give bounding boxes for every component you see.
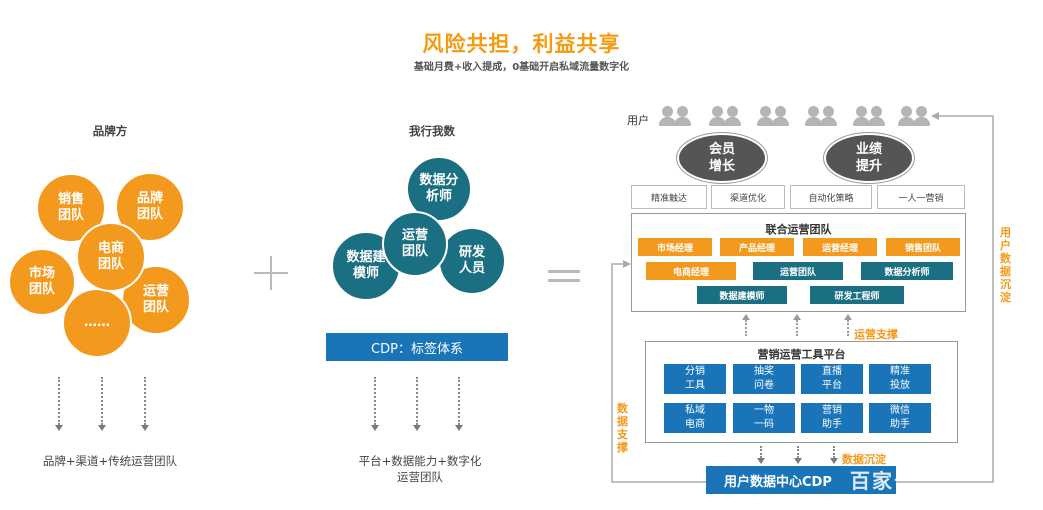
ops-team-teal-circle: 运营 团队 (382, 211, 448, 277)
page-subtitle: 基础月费+收入提成，0基础开启私域流量数字化 (413, 62, 630, 73)
up-arrow-icon (844, 314, 852, 336)
tool-wechat-assistant: 微信 助手 (869, 403, 931, 433)
user-group-icon (707, 105, 741, 127)
market-team-circle: 市场 团队 (8, 248, 76, 316)
data-settle-label: 数据沉淀 (842, 453, 886, 466)
member-growth-oval: 会员 增长 (677, 133, 767, 183)
up-arrow-icon (742, 314, 750, 336)
down-arrow-icon (55, 377, 63, 431)
user-group-icon (896, 105, 930, 127)
tag-automation: 自动化策略 (790, 185, 872, 209)
user-group-icon (851, 105, 885, 127)
left-arrowhead-icon (623, 260, 631, 268)
role-product-manager: 产品经理 (720, 238, 794, 256)
down-arrow-icon (757, 446, 765, 464)
right-arrowhead-icon (931, 112, 939, 120)
down-arrow-icon (455, 377, 463, 431)
users-label: 用户 (627, 114, 649, 127)
role-market-manager: 市场经理 (638, 238, 712, 256)
tool-precise-ads: 精准 投放 (869, 364, 931, 394)
equals-icon (548, 270, 580, 284)
tag-precise-reach: 精准触达 (631, 185, 707, 209)
ops-support-label: 运营支撑 (854, 328, 898, 341)
tool-lottery-survey: 抽奖 问卷 (733, 364, 795, 394)
tag-channel-optimize: 渠道优化 (711, 185, 785, 209)
joint-ops-title: 联合运营团队 (765, 223, 832, 236)
user-data-settle-vertical-label: 用户数据沉淀 (1000, 226, 1011, 304)
down-arrow-icon (371, 377, 379, 431)
page-title: 风险共担，利益共享 (422, 32, 621, 56)
role-sales-team: 销售团队 (886, 238, 960, 256)
up-arrow-icon (793, 314, 801, 336)
right-feedback-line (896, 115, 994, 483)
tool-live-platform: 直播 平台 (801, 364, 863, 394)
role-ecommerce-manager: 电商经理 (646, 262, 736, 280)
user-group-icon (803, 105, 837, 127)
role-ops-manager: 运营经理 (803, 238, 877, 256)
down-arrow-icon (98, 377, 106, 431)
wxws-bottom-text: 平台+数据能力+数字化 运营团队 (358, 454, 482, 484)
role-data-modeler: 数据建模师 (697, 286, 787, 304)
wxws-heading: 我行我数 (409, 124, 455, 138)
role-ops-team: 运营团队 (753, 262, 843, 280)
down-arrow-icon (830, 446, 838, 464)
watermark-logo: 百家号 (850, 469, 916, 493)
tool-private-ecommerce: 私域 电商 (664, 403, 726, 433)
role-rd-engineer: 研发工程师 (810, 286, 904, 304)
down-arrow-icon (413, 377, 421, 431)
left-feedback-line (611, 263, 706, 483)
brand-bottom-text: 品牌+渠道+传统运营团队 (42, 454, 178, 468)
tool-marketing-assistant: 营销 助手 (801, 403, 863, 433)
cdp-label-bar: CDP：标签体系 (326, 333, 508, 361)
rd-staff-circle: 研发 人员 (438, 227, 506, 295)
performance-oval: 业绩 提升 (824, 133, 914, 183)
ecommerce-team-circle: 电商 团队 (76, 222, 146, 292)
tool-distribution: 分销 工具 (664, 364, 726, 394)
user-data-center-bar: 用户数据中心CDP (706, 466, 896, 494)
brand-heading: 品牌方 (92, 124, 128, 138)
data-support-vertical-label: 数据支撑 (617, 402, 628, 454)
tag-one-to-one: 一人一营销 (877, 185, 965, 209)
tools-platform-title: 营销运营工具平台 (757, 348, 846, 361)
plus-icon (254, 256, 288, 290)
role-data-analyst: 数据分析师 (861, 262, 953, 280)
down-arrow-icon (794, 446, 802, 464)
down-arrow-icon (141, 377, 149, 431)
tool-one-item-one-code: 一物 一码 (733, 403, 795, 433)
user-group-icon (755, 105, 789, 127)
user-group-icon (657, 105, 691, 127)
